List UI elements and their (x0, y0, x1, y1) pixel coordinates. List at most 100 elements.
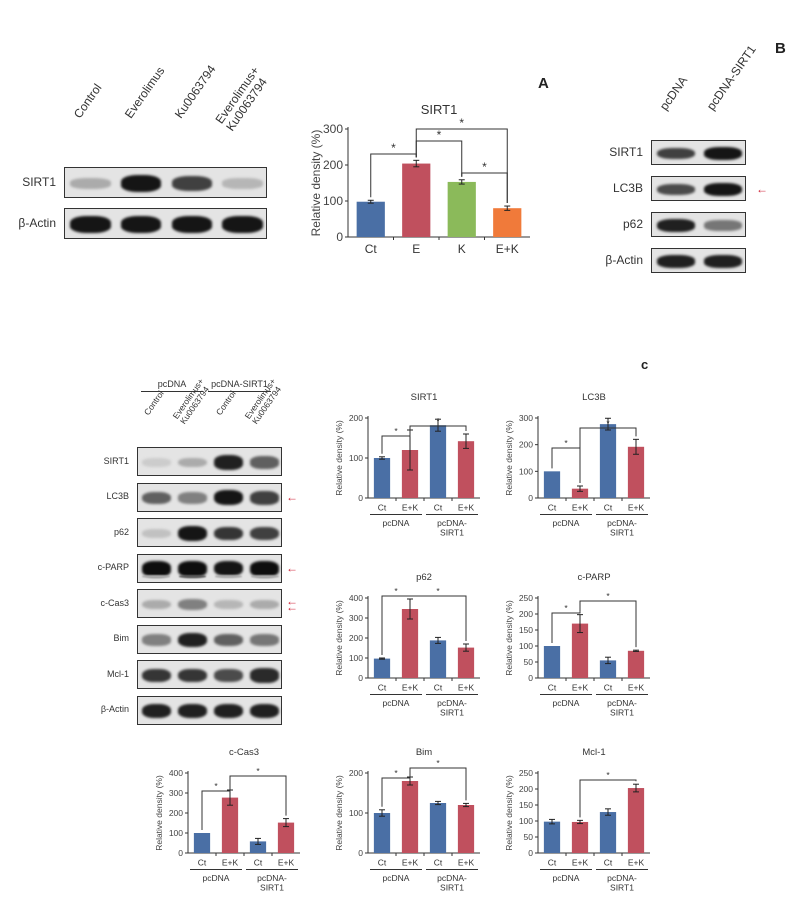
group-label: SIRT1 (610, 528, 634, 538)
y-axis-label: Relative density (%) (504, 600, 514, 676)
bar (401, 609, 419, 678)
group-label: pcDNA (383, 518, 410, 528)
y-tick-label: 100 (323, 194, 343, 208)
significance-star: * (391, 141, 396, 155)
y-tick-label: 100 (519, 466, 533, 476)
significance-star: * (459, 116, 464, 130)
y-tick-label: 0 (528, 673, 533, 683)
bar (429, 803, 447, 853)
y-tick-label: 100 (349, 653, 363, 663)
bar (402, 163, 431, 237)
blot-strip-beta-actin (64, 208, 267, 239)
y-tick-label: 250 (519, 593, 533, 603)
y-tick-label: 0 (178, 848, 183, 858)
significance-star: * (214, 781, 218, 791)
group-label: pcDNA- (437, 698, 467, 708)
band (214, 599, 244, 610)
bar (627, 650, 645, 678)
significance-star: * (436, 586, 440, 596)
x-tick-label: Ct (378, 683, 387, 693)
band (704, 183, 743, 196)
bar (277, 822, 295, 853)
red-arrow-icon: ← (286, 599, 298, 614)
x-tick-label: E+K (402, 683, 419, 693)
blot-strip-c-parp (137, 553, 282, 583)
y-tick-label: 200 (519, 440, 533, 450)
chart-title: Bim (416, 747, 432, 758)
blot-group-label: pcDNA (157, 379, 187, 389)
bar (193, 833, 211, 853)
x-tick-label: E+K (572, 858, 589, 868)
blot-row-label-p62: p62 (113, 526, 129, 537)
significance-bracket (381, 774, 411, 807)
bar (221, 797, 239, 853)
band (704, 147, 743, 160)
group-label: pcDNA- (437, 873, 467, 883)
band (214, 668, 244, 683)
band (250, 526, 280, 541)
band (250, 599, 280, 610)
bar (429, 640, 447, 678)
significance-bracket (409, 767, 467, 801)
bar (356, 201, 385, 237)
significance-star: * (436, 416, 440, 426)
bar (543, 471, 561, 498)
y-tick-label: 200 (349, 768, 363, 778)
x-tick-label: Ct (434, 503, 443, 513)
significance-star: * (606, 770, 610, 780)
significance-bracket (579, 779, 637, 818)
band (177, 632, 207, 648)
blot-strip-sirt1 (651, 140, 746, 165)
y-tick-label: 200 (349, 633, 363, 643)
y-tick-label: 100 (169, 828, 183, 838)
bar (571, 623, 589, 678)
band (141, 703, 171, 719)
significance-star: * (606, 418, 610, 428)
bar (401, 781, 419, 853)
chart-title: c-Cas3 (229, 747, 259, 758)
chart-title: c-PARP (577, 572, 610, 583)
band (214, 574, 243, 578)
x-tick-label: Ct (378, 503, 387, 513)
x-tick-label: Ct (604, 683, 613, 693)
blot-row-label-sirt1: SIRT1 (103, 455, 129, 466)
y-tick-label: 100 (349, 808, 363, 818)
band (214, 526, 244, 541)
blot-strip-beta-actin (137, 695, 282, 725)
group-label: pcDNA (203, 873, 230, 883)
bar (543, 821, 561, 853)
group-label: pcDNA (553, 518, 580, 528)
bar (429, 425, 447, 498)
band (120, 216, 162, 233)
bar (373, 458, 391, 498)
x-tick-label: Ct (604, 858, 613, 868)
lane-label: pcDNA (656, 73, 690, 113)
band (171, 216, 213, 233)
band (222, 216, 263, 233)
bar (571, 488, 589, 498)
blot-strip-p62 (651, 212, 746, 237)
band (214, 633, 244, 647)
y-axis-label: Relative density (%) (334, 600, 344, 676)
band (120, 175, 162, 192)
x-tick-label: E+K (458, 858, 475, 868)
band (214, 455, 244, 470)
blot-strip-mcl-1 (137, 660, 282, 689)
group-label: pcDNA (553, 698, 580, 708)
chart-title: Mcl-1 (582, 747, 605, 758)
blot-row-label-mcl-1: Mcl-1 (107, 668, 129, 679)
x-tick-label: E+K (628, 503, 645, 513)
band (656, 183, 695, 196)
y-tick-label: 50 (524, 657, 534, 667)
blot-row-label-p62: p62 (622, 216, 643, 231)
band (222, 178, 263, 189)
significance-bracket (551, 611, 581, 643)
significance-bracket (579, 600, 637, 648)
blot-strip-bim (137, 624, 282, 654)
bar (249, 841, 267, 853)
bar (599, 424, 617, 498)
lane-label: Everolimus+ Ku0063794 (212, 63, 270, 134)
significance-bracket (201, 787, 231, 830)
